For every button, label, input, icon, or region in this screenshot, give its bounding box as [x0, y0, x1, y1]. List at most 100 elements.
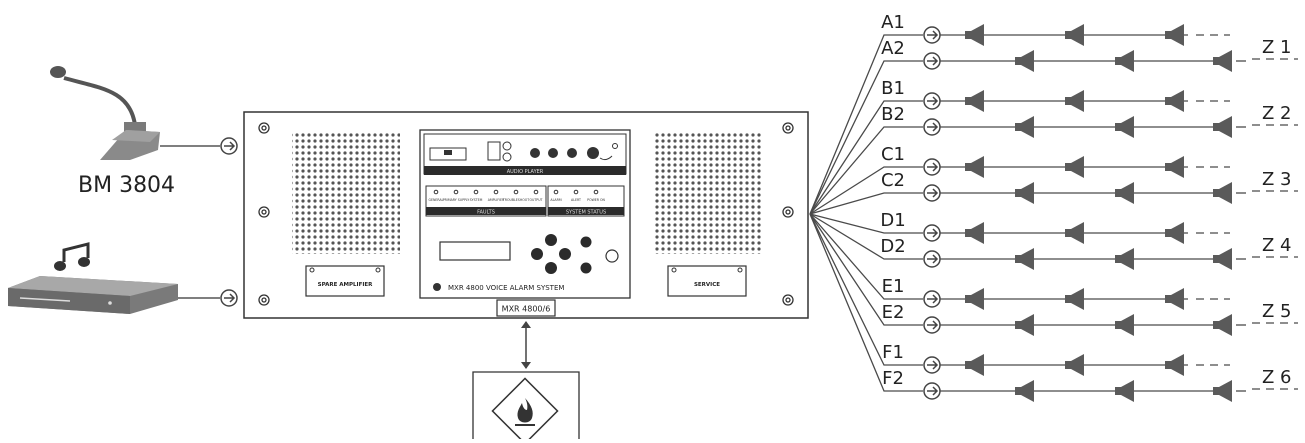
loudspeaker-icon [965, 24, 984, 46]
output-arrow-icon [923, 290, 941, 308]
fault-led [473, 189, 479, 195]
music-note-icon [54, 242, 90, 271]
output-line-wire [809, 192, 923, 215]
spare-amplifier-label: SPARE AMPLIFIER [318, 282, 374, 288]
loudspeaker-icon [1015, 314, 1034, 336]
output-line-wire [809, 100, 923, 215]
zone-label: Z 1 [1262, 37, 1292, 58]
loudspeaker-icon [1115, 380, 1134, 402]
line-label: C1 [881, 144, 905, 165]
fault-led-label: TROUBLESHOOT [502, 198, 529, 202]
zone-label: Z 3 [1262, 169, 1292, 190]
loudspeaker-icon [1065, 90, 1084, 112]
loudspeaker-icon [965, 354, 984, 376]
loudspeaker-icon [965, 288, 984, 310]
zone-label: Z 5 [1262, 301, 1292, 322]
line-label: F2 [882, 368, 904, 389]
output-line-fan [809, 34, 923, 392]
faults-label: FAULTS [477, 210, 495, 216]
loudspeaker-icon [1165, 222, 1184, 244]
loudspeaker-icon [1065, 222, 1084, 244]
left-grill [292, 132, 400, 254]
loudspeaker-icon [1115, 314, 1134, 336]
output-line-wire [809, 213, 923, 234]
loudspeaker-icon [1015, 50, 1034, 72]
loudspeaker-icon [1065, 156, 1084, 178]
loudspeaker-icon [1015, 116, 1034, 138]
fire-detector-icon [491, 377, 559, 443]
output-line-wire [809, 213, 923, 392]
status-led [573, 189, 579, 195]
loudspeaker-icon [1213, 380, 1232, 402]
media-player-icon [8, 276, 178, 314]
loudspeaker-icon [1165, 24, 1184, 46]
output-arrow-icon [923, 184, 941, 202]
right-grill [654, 132, 762, 254]
output-arrow-icon [923, 52, 941, 70]
loudspeaker-icon [1115, 248, 1134, 270]
output-arrow-icon [923, 224, 941, 242]
line-label: F1 [882, 342, 904, 363]
output-arrow-icon [923, 92, 941, 110]
fault-led-label: AMPLIFIER [488, 198, 505, 202]
loudspeaker-icon [1065, 354, 1084, 376]
fault-led [493, 189, 499, 195]
loudspeaker-icon [1065, 288, 1084, 310]
line-label: D2 [880, 236, 905, 257]
status-led [593, 189, 599, 195]
output-line-wire [809, 34, 923, 215]
fault-led-label: OUTPUT [530, 198, 543, 202]
fault-led [513, 189, 519, 195]
output-arrow-icon [923, 158, 941, 176]
loudspeaker-icon [1015, 380, 1034, 402]
zone-label: Z 2 [1262, 103, 1292, 124]
loudspeaker-icon [1115, 182, 1134, 204]
fault-led-label: PRIMARY SUPPLY [443, 198, 470, 202]
line-label: D1 [880, 210, 905, 231]
loudspeaker-icon [1213, 182, 1232, 204]
output-arrow-icon [923, 316, 941, 334]
player-input-arrow-icon [220, 289, 238, 307]
output-line-wire [809, 213, 923, 260]
line-label: A2 [881, 38, 905, 59]
line-label: E2 [882, 302, 905, 323]
line-label: E1 [882, 276, 905, 297]
brand-line: MXR 4800 VOICE ALARM SYSTEM [448, 284, 564, 292]
fire-link [472, 321, 580, 443]
loudspeaker-icon [1213, 314, 1232, 336]
loudspeaker-icon [1165, 288, 1184, 310]
loudspeaker-icon [965, 90, 984, 112]
output-line-wire [809, 213, 923, 326]
output-line-wire [809, 166, 923, 215]
output-line-wire [809, 213, 923, 300]
fault-led-label: GENERAL [429, 198, 444, 202]
status-led-label: ALARM [550, 198, 561, 202]
output-arrow-icon [923, 118, 941, 136]
loudspeaker-icon [1115, 50, 1134, 72]
line-label: A1 [881, 12, 905, 33]
service-label: SERVICE [694, 282, 720, 288]
rack-unit: SPARE AMPLIFIER SERVICE AUDIO PLAYER [243, 111, 809, 319]
system-status-label: SYSTEM STATUS [566, 210, 606, 216]
mic-input-arrow-icon [220, 137, 238, 155]
zone-label: Z 4 [1262, 235, 1292, 256]
output-arrow-icon [923, 26, 941, 44]
output-line-wire [809, 60, 923, 215]
line-label: B1 [881, 78, 905, 99]
loudspeaker-icon [1213, 116, 1232, 138]
loudspeaker-icon [965, 156, 984, 178]
output-line-wire [809, 213, 923, 366]
loudspeaker-icon [1015, 182, 1034, 204]
loudspeaker-icon [1213, 50, 1232, 72]
loudspeaker-icon [1165, 156, 1184, 178]
status-led-label: ALERT [571, 198, 581, 202]
fault-led-label: SYSTEM [470, 198, 483, 202]
loudspeaker-icon [1165, 90, 1184, 112]
output-line-wire [809, 126, 923, 215]
